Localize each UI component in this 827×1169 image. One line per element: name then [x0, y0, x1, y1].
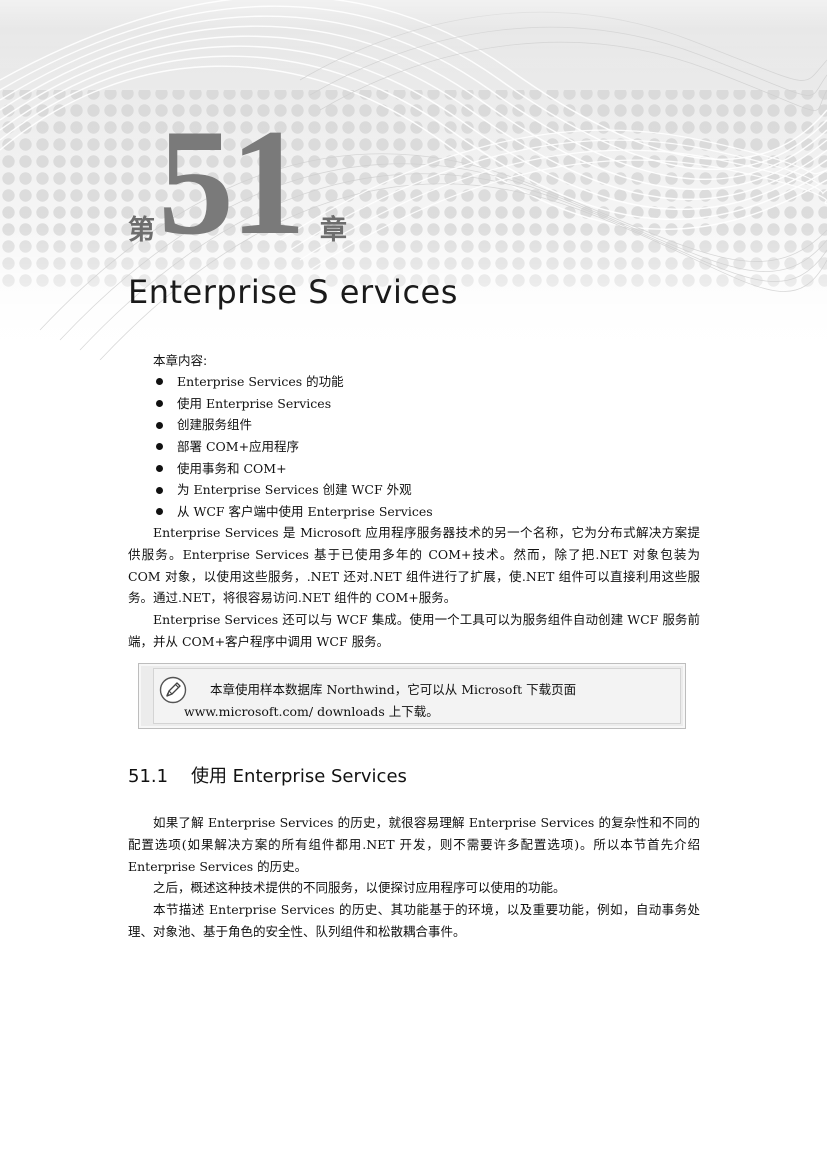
list-item: 创建服务组件	[154, 414, 433, 436]
chapter-suffix: 章	[320, 215, 347, 246]
chapter-prefix: 第	[128, 215, 155, 246]
list-item: 为 Enterprise Services 创建 WCF 外观	[154, 479, 433, 501]
bullet-icon	[156, 421, 163, 429]
section-paragraph-1: 如果了解 Enterprise Services 的历史，就很容易理解 Ente…	[128, 815, 700, 874]
note-box-inner: 本章使用样本数据库 Northwind，它可以从 Microsoft 下载页面 …	[153, 668, 681, 724]
bullet-icon	[156, 508, 163, 516]
bullet-icon	[156, 378, 163, 386]
list-item: 使用事务和 COM+	[154, 458, 433, 480]
list-item-label: 创建服务组件	[177, 417, 253, 433]
contents-list: Enterprise Services 的功能 使用 Enterprise Se…	[154, 371, 433, 523]
bullet-icon	[156, 443, 163, 451]
list-item: 部署 COM+应用程序	[154, 436, 433, 458]
intro-paragraph-2: Enterprise Services 还可以与 WCF 集成。使用一个工具可以…	[128, 612, 700, 649]
list-item-label: 从 WCF 客户端中使用 Enterprise Services	[177, 503, 433, 519]
list-item-label: 使用事务和 COM+	[177, 460, 287, 476]
list-item-label: 部署 COM+应用程序	[177, 438, 300, 454]
chapter-title: Enterprise S ervices	[128, 273, 458, 311]
list-item-label: Enterprise Services 的功能	[177, 373, 344, 389]
section-heading: 51.1 使用 Enterprise Services	[128, 766, 407, 787]
list-item: 从 WCF 客户端中使用 Enterprise Services	[154, 501, 433, 523]
contents-heading: 本章内容:	[153, 353, 208, 368]
section-paragraph-2: 之后，概述这种技术提供的不同服务，以便探讨应用程序可以使用的功能。	[153, 880, 566, 895]
bullet-icon	[156, 400, 163, 408]
list-item-label: 使用 Enterprise Services	[177, 395, 332, 411]
chapter-number: 51	[158, 98, 306, 266]
list-item-label: 为 Enterprise Services 创建 WCF 外观	[177, 482, 412, 498]
bullet-icon	[156, 465, 163, 473]
list-item: 使用 Enterprise Services	[154, 393, 433, 415]
note-box: 本章使用样本数据库 Northwind，它可以从 Microsoft 下载页面 …	[138, 663, 686, 729]
list-item: Enterprise Services 的功能	[154, 371, 433, 393]
intro-paragraph-1: Enterprise Services 是 Microsoft 应用程序服务器技…	[128, 525, 700, 606]
chapter-header-banner	[0, 0, 827, 360]
section-paragraph-3: 本节描述 Enterprise Services 的历史、其功能基于的环境，以及…	[128, 902, 700, 939]
pencil-icon	[159, 676, 187, 704]
note-text: 本章使用样本数据库 Northwind，它可以从 Microsoft 下载页面 …	[184, 682, 577, 719]
bullet-icon	[156, 486, 163, 494]
